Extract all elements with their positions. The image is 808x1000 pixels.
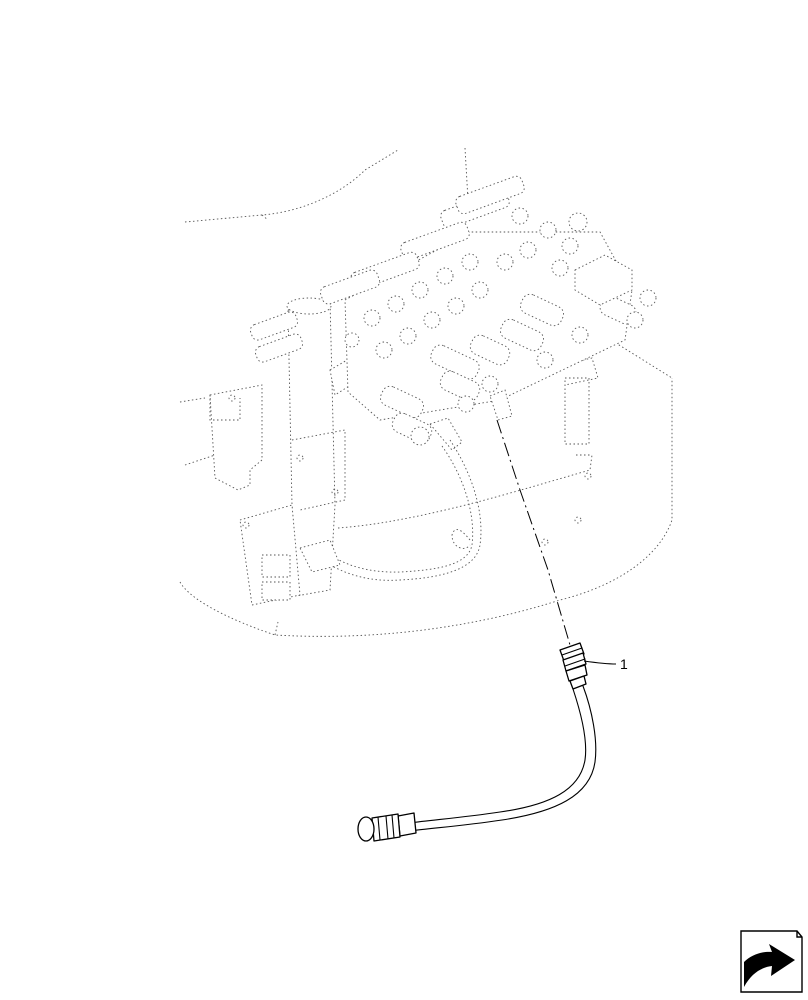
- existing-hose-ghost: [299, 439, 482, 581]
- control-valve-stack-ghost: [249, 175, 657, 451]
- callout-leader-line: [583, 660, 617, 665]
- hose-lower-fitting: [357, 813, 401, 842]
- hose-assembly-part-1: [357, 642, 597, 842]
- callout-number: 1: [620, 656, 628, 672]
- callout-1: 1: [583, 656, 628, 672]
- next-page-arrow-icon[interactable]: [740, 930, 803, 993]
- machine-frame-ghost: [179, 147, 673, 637]
- assembly-centerline: [496, 419, 571, 646]
- hose-upper-fitting: [559, 642, 588, 690]
